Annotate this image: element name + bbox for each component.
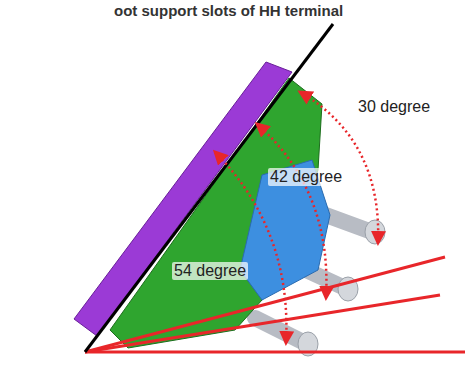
device-screen xyxy=(74,62,292,336)
caption-heading: oot support slots of HH terminal xyxy=(112,3,345,20)
angle-label: 42 degree xyxy=(268,168,344,186)
angle-label: 54 degree xyxy=(172,262,248,280)
angle-label: 30 degree xyxy=(356,98,432,116)
reference-lines xyxy=(85,257,465,352)
angle-arcs xyxy=(215,92,378,343)
tilt-line xyxy=(85,24,333,352)
